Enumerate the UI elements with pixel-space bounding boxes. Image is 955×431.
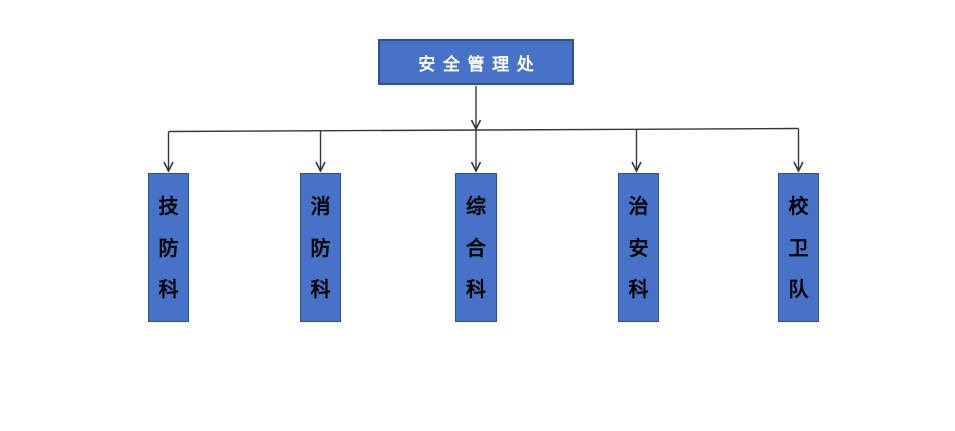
dept-char: 防 [310,235,331,260]
dept-char: 卫 [788,235,809,260]
dept-char: 防 [158,235,179,260]
dept-node-jifangke: 技 防 科 [148,173,189,322]
dept-char: 消 [310,193,331,218]
dept-char: 校 [788,193,809,218]
dept-char: 科 [628,277,649,302]
dept-char: 队 [788,277,809,302]
dept-node-xiaoweidui: 校 卫 队 [778,173,819,322]
dept-char: 科 [466,277,486,302]
dept-char: 治 [628,193,649,218]
dept-char: 综 [466,193,486,218]
dept-node-xiaofangke: 消 防 科 [300,173,341,322]
dept-node-zhianke: 治 安 科 [618,173,659,322]
dept-char: 科 [310,277,331,302]
dept-char: 技 [158,193,179,218]
dept-char: 科 [158,277,179,302]
root-node-security-management-office: 安全管理处 [378,39,574,85]
dept-node-zonghek: 综 合 科 [455,173,497,322]
dept-char: 合 [466,235,486,260]
root-node-label: 安全管理处 [418,54,542,75]
dept-char: 安 [628,235,649,260]
connector-bus [168,127,799,133]
